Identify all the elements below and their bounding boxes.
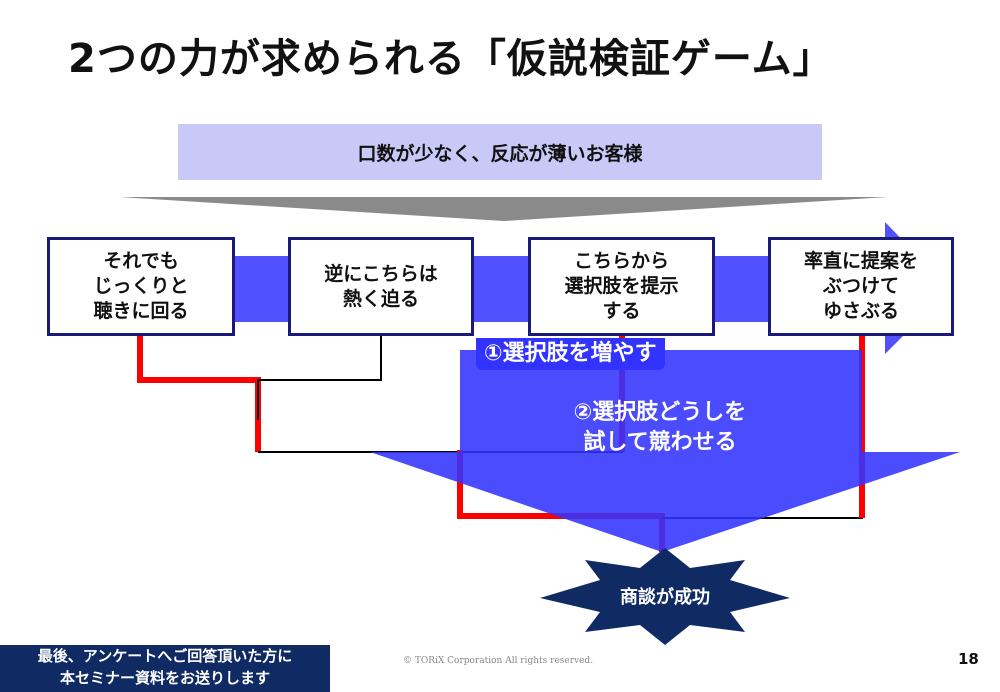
arrow-compete-options <box>370 350 960 552</box>
result-label: 商談が成功 <box>620 587 710 608</box>
page-number: 18 <box>958 650 979 668</box>
arrow-increase-options <box>47 222 950 354</box>
option-box-shake: 率直に提案を ぶつけて ゆさぶる <box>768 237 954 336</box>
survey-cta: 最後、アンケートへご回答頂いた方に 本セミナー資料をお送りします <box>0 645 330 692</box>
slide-title: 2つの力が求められる「仮説検証ゲーム」 <box>68 36 834 82</box>
copyright: © TORiX Corporation All rights reserved. <box>403 656 594 666</box>
option-box-propose-options: こちらから 選択肢を提示 する <box>528 237 715 336</box>
success-starburst <box>540 548 790 645</box>
option-box-push: 逆にこちらは 熱く迫る <box>288 237 474 336</box>
arrow2-label: ②選択肢どうしを 試して競わせる <box>573 400 747 455</box>
option-box-listen: それでも じっくりと 聴きに回る <box>47 237 235 336</box>
customer-type-banner: 口数が少なく、反応が薄いお客様 <box>178 124 822 180</box>
arrow1-label: ①選択肢を増やす <box>476 338 665 370</box>
